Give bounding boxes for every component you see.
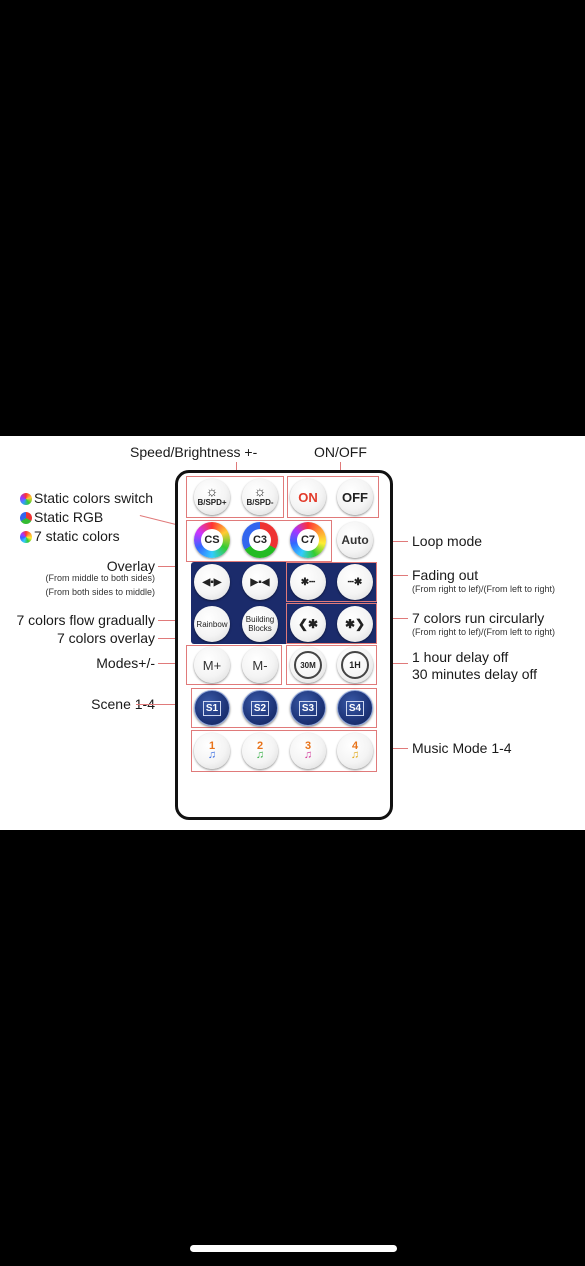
leader-scene (136, 704, 192, 705)
group-timer (286, 645, 377, 685)
on-off-label: ON/OFF (314, 444, 367, 460)
music-note-icon: ♫ (255, 749, 265, 761)
overlay-label: Overlay (106, 558, 155, 574)
seven-colors-overlay-label: 7 colors overlay (56, 630, 155, 646)
run-right-icon: ✱❯ (344, 617, 366, 631)
leader-onoff (340, 462, 341, 476)
group-music (191, 730, 377, 772)
group-onoff (287, 476, 379, 518)
fade-left-icon: ✱┄ (300, 576, 316, 588)
house-icon: S1 (202, 700, 222, 716)
overlay-out-button[interactable]: ◀▪▶ (194, 564, 230, 600)
scene-2-button[interactable]: S2 (242, 690, 278, 726)
group-static (186, 520, 332, 562)
timer-1h-button[interactable]: 1H (337, 647, 373, 683)
music-4-button[interactable]: 4♫ (337, 733, 373, 769)
fade-right-button[interactable]: ┄✱ (337, 564, 373, 600)
arrows-outward-icon: ◀▪▶ (202, 576, 222, 588)
seven-color-icon (20, 531, 32, 543)
seven-static-colors-label: 7 static colors (20, 528, 120, 544)
cs-color-icon (20, 493, 32, 505)
house-icon: S2 (250, 700, 270, 716)
auto-button[interactable]: Auto (337, 522, 373, 558)
group-run (286, 603, 377, 644)
group-speed (186, 476, 284, 518)
on-button[interactable]: ON (290, 479, 326, 515)
overlay-sub2: (From both sides to middle) (45, 587, 155, 597)
music-note-icon: ♫ (207, 749, 217, 761)
music-1-button[interactable]: 1♫ (194, 733, 230, 769)
hour-delay-label: 1 hour delay off (412, 649, 509, 665)
run-left-icon: ❮✱ (297, 617, 319, 631)
group-modes (186, 645, 282, 685)
scene-1-button[interactable]: S1 (194, 690, 230, 726)
home-indicator[interactable] (190, 1245, 397, 1252)
fading-out-label: Fading out (412, 567, 479, 583)
sun-minus-icon: ☼ (253, 483, 267, 499)
rgb-color-icon (20, 512, 32, 524)
bspd-plus-button[interactable]: ☼B/SPD+ (194, 479, 230, 515)
static-colors-switch-label: Static colors switch (20, 490, 153, 506)
group-scene (191, 688, 377, 728)
music-mode-label: Music Mode 1-4 (412, 740, 512, 756)
off-button[interactable]: OFF (337, 479, 373, 515)
sun-plus-icon: ☼ (205, 483, 219, 499)
scene-4-button[interactable]: S4 (337, 690, 373, 726)
mode-minus-button[interactable]: M- (242, 647, 278, 683)
c7-button[interactable]: C7 (290, 522, 326, 558)
run-left-button[interactable]: ❮✱ (290, 606, 326, 642)
static-rgb-label: Static RGB (20, 509, 103, 525)
modes-label: Modes+/- (96, 655, 155, 671)
overlay-sub1: (From middle to both sides) (45, 573, 155, 583)
loop-mode-label: Loop mode (412, 533, 483, 549)
run-sub-label: (From right to lef)/(From left to right) (412, 627, 556, 637)
bspd-minus-button[interactable]: ☼B/SPD- (242, 479, 278, 515)
fading-sub-label: (From right to lef)/(From left to right) (412, 584, 556, 594)
fade-right-icon: ┄✱ (347, 576, 363, 588)
timer-30m-button[interactable]: 30M (290, 647, 326, 683)
music-note-icon: ♫ (303, 749, 313, 761)
run-right-button[interactable]: ✱❯ (337, 606, 373, 642)
scene-label: Scene 1-4 (91, 696, 155, 712)
seven-colors-flow-label: 7 colors flow gradually (16, 612, 155, 628)
speed-brightness-label: Speed/Brightness +- (130, 444, 258, 460)
cs-button[interactable]: CS (194, 522, 230, 558)
arrows-inward-icon: ▶▪◀ (250, 576, 270, 588)
thirty-delay-label: 30 minutes delay off (412, 666, 538, 682)
leader-speed (236, 462, 237, 476)
rainbow-button[interactable]: Rainbow (194, 606, 230, 642)
house-icon: S4 (345, 700, 365, 716)
seven-colors-run-label: 7 colors run circularly (412, 610, 545, 626)
house-icon: S3 (298, 700, 318, 716)
scene-3-button[interactable]: S3 (290, 690, 326, 726)
c3-button[interactable]: C3 (242, 522, 278, 558)
fade-left-button[interactable]: ✱┄ (290, 564, 326, 600)
mode-plus-button[interactable]: M+ (194, 647, 230, 683)
music-note-icon: ♫ (350, 749, 360, 761)
overlay-in-button[interactable]: ▶▪◀ (242, 564, 278, 600)
music-2-button[interactable]: 2♫ (242, 733, 278, 769)
group-fading (286, 562, 377, 602)
music-3-button[interactable]: 3♫ (290, 733, 326, 769)
